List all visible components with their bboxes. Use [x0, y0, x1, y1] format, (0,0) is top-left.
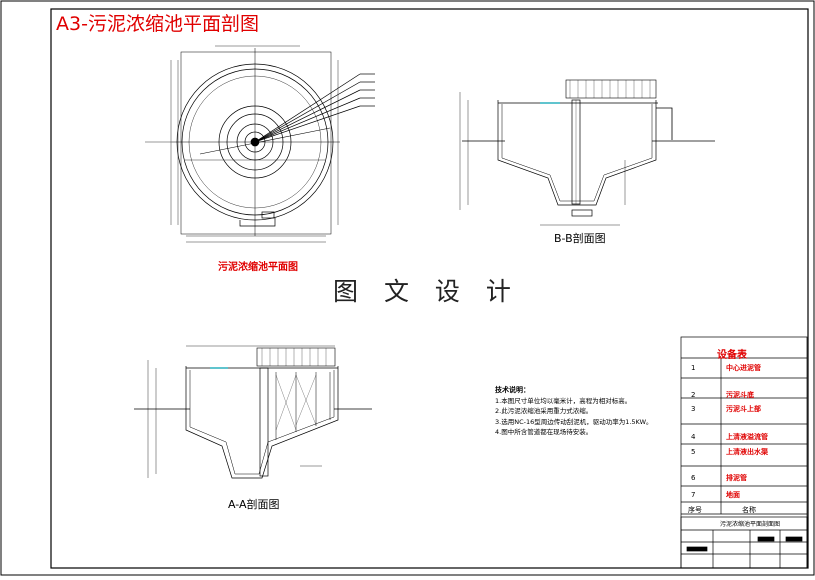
aa-section-caption: A-A剖面图 — [228, 498, 280, 511]
plan-view-caption: 污泥浓缩池平面图 — [218, 262, 298, 273]
table-row-no: 6 — [691, 474, 696, 482]
table-row-name: 地面 — [726, 491, 740, 499]
table-row-no: 7 — [691, 491, 696, 499]
note-line: 2.此污泥浓缩池采用重力式浓缩。 — [495, 407, 593, 415]
note-line: 1.本图尺寸单位均以毫米计，高程为相对标高。 — [495, 396, 632, 405]
table-row-name: 上清液溢流管 — [726, 433, 768, 441]
note-line: 4.图中所含管道都在现场待安装。 — [495, 428, 593, 436]
table-row-no: 3 — [691, 405, 696, 413]
table-row-name: 污泥斗上部 — [726, 405, 761, 413]
bb-section-view — [459, 79, 715, 226]
table-row-name: 排泥管 — [726, 474, 747, 482]
table-row-name: 污泥斗底 — [726, 391, 754, 399]
equipment-table-grid — [680, 336, 808, 569]
table-row-no: 2 — [691, 391, 696, 399]
aa-section-view — [134, 345, 372, 479]
technical-notes: 技术说明： 1.本图尺寸单位均以毫米计，高程为相对标高。 2.此污泥浓缩池采用重… — [495, 385, 653, 438]
table-row-name: 中心进泥管 — [726, 364, 761, 372]
table-footer-no: 序号 — [688, 506, 702, 514]
table-row-name: 上清液出水渠 — [726, 448, 768, 456]
inner-border — [50, 8, 809, 569]
drawing-title: A3-污泥浓缩池平面剖图 — [56, 13, 259, 35]
note-line: 3.选用NC-16型周边传动刮泥机，驱动功率为1.5KW。 — [495, 417, 653, 426]
table-row-no: 5 — [691, 448, 696, 456]
table-footer-name: 名称 — [742, 506, 756, 514]
drawing-name-cell: 污泥浓缩池平面剖面图 — [720, 521, 781, 528]
notes-heading: 技术说明： — [495, 386, 530, 394]
table-row-no: 4 — [691, 433, 696, 441]
equipment-table-title: 设备表 — [717, 350, 747, 361]
plan-view — [145, 45, 375, 243]
bb-section-caption: B-B剖面图 — [554, 232, 606, 245]
table-row-no: 1 — [691, 364, 696, 372]
watermark-text: 图 文 设 计 — [333, 277, 520, 306]
